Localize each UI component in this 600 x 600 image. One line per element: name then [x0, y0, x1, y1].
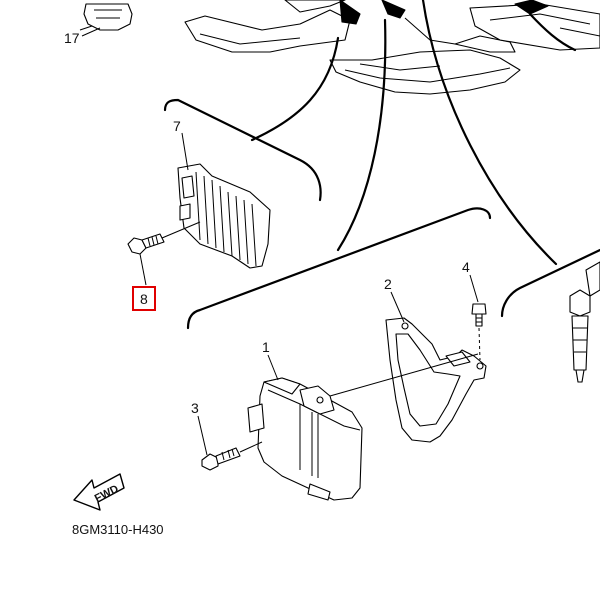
chassis-frame — [184, 0, 600, 95]
part-8-bolt — [127, 221, 201, 255]
callout-3: 3 — [191, 400, 199, 416]
diagram-code: 8GM3110-H430 — [72, 522, 164, 537]
leader-8 — [139, 253, 147, 286]
leader-1 — [267, 354, 279, 381]
part-2-bracket — [385, 317, 487, 443]
leader-4 — [469, 274, 479, 303]
callout-17: 17 — [64, 30, 80, 46]
callout-1: 1 — [262, 339, 270, 355]
callout-8-highlight — [132, 286, 156, 311]
part-7-regulator — [177, 163, 271, 269]
callout-4: 4 — [462, 259, 470, 275]
callout-8: 8 — [140, 291, 148, 307]
part-1-module — [247, 377, 363, 501]
sensor-part-right — [569, 261, 600, 383]
routing-curves — [163, 0, 600, 330]
leader-3 — [197, 415, 208, 456]
leader-7 — [181, 132, 189, 171]
part-4-screw — [471, 303, 487, 361]
leader-2 — [390, 291, 405, 323]
part-17-clamp — [79, 3, 133, 31]
callout-2: 2 — [384, 276, 392, 292]
part-3-bolt — [201, 441, 263, 471]
callout-7: 7 — [173, 118, 181, 134]
fwd-arrow: FWD — [73, 473, 125, 511]
leader-17 — [81, 27, 101, 37]
assembly-line-bolt — [329, 353, 479, 397]
